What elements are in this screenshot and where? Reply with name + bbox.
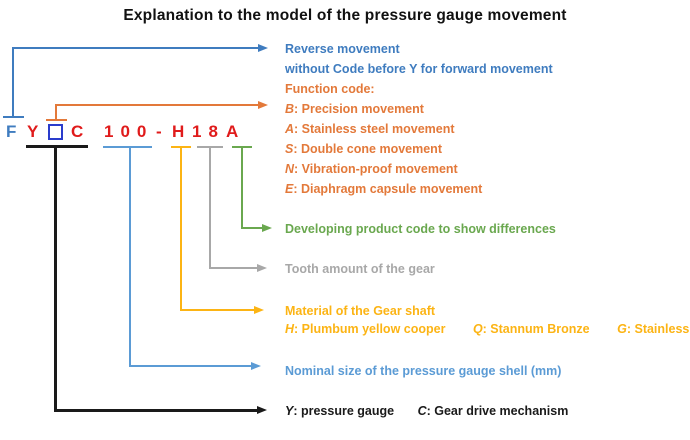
material-item-code: G xyxy=(617,322,627,336)
material-item: H: Plumbum yellow cooper xyxy=(285,322,445,336)
function-code-header: Function code: xyxy=(285,82,375,96)
arrow-right-icon xyxy=(254,305,264,314)
arrow-right-icon xyxy=(257,263,267,272)
gauge-type-item: C: Gear drive mechanism xyxy=(418,404,569,418)
material-header: Material of the Gear shaft xyxy=(285,304,436,318)
reverse-note-line1: Reverse movement xyxy=(285,42,400,56)
material-item: Q: Stannum Bronze xyxy=(473,322,590,336)
function-item-text: : Diaphragm capsule movement xyxy=(293,182,483,196)
function-item-code: S xyxy=(285,142,294,156)
material-item-text: : Plumbum yellow cooper xyxy=(294,322,446,336)
material-item-text: : Stannum Bronze xyxy=(482,322,590,336)
gauge-type-item-code: Y xyxy=(285,404,294,418)
function-item: B: Precision movement xyxy=(285,101,424,117)
reverse-note-line2: without Code before Y for forward moveme… xyxy=(285,62,553,76)
model-code-gauge-letter: Y xyxy=(27,122,39,141)
arrow-right-icon xyxy=(257,406,267,414)
model-code-tooth-amount: 18 xyxy=(192,122,225,141)
function-item-code: E xyxy=(285,182,294,196)
model-code-reverse-prefix: F xyxy=(6,122,17,141)
function-item: N: Vibration-proof movement xyxy=(285,161,458,177)
model-code-developing-code: A xyxy=(226,122,239,141)
function-item-text: : Stainless steel movement xyxy=(294,122,455,136)
blank-function-code-box xyxy=(48,124,63,140)
model-code-nominal-size: 100 xyxy=(104,122,154,141)
arrow-right-icon xyxy=(258,43,268,52)
arrow-right-icon xyxy=(258,100,268,109)
gauge-type-item: Y: pressure gauge xyxy=(285,404,394,418)
function-item: A: Stainless steel movement xyxy=(285,121,455,137)
function-item-code: B xyxy=(285,102,295,116)
material-item-text: : Stainless steel xyxy=(626,322,690,336)
gauge-type-item-text: : pressure gauge xyxy=(293,404,395,418)
material-item-code: H xyxy=(285,322,295,336)
material-item-code: Q xyxy=(472,322,483,336)
gauge-type-item-text: : Gear drive mechanism xyxy=(426,404,569,418)
model-code-shaft-material: H xyxy=(172,122,185,141)
function-item: S: Double cone movement xyxy=(285,141,442,157)
function-item: E: Diaphragm capsule movement xyxy=(285,181,482,197)
function-item-code: A xyxy=(285,122,295,136)
material-item: G: Stainless steel xyxy=(617,322,690,336)
arrow-right-icon xyxy=(262,223,272,232)
page-title: Explanation to the model of the pressure… xyxy=(123,7,567,24)
function-item-code: N xyxy=(285,162,295,176)
nominal-note: Nominal size of the pressure gauge shell… xyxy=(285,364,562,378)
material-items-row: H: Plumbum yellow cooper Q: Stannum Bron… xyxy=(285,321,690,337)
tooth-note: Tooth amount of the gear xyxy=(285,262,435,276)
function-item-text: : Vibration-proof movement xyxy=(294,162,458,176)
gauge-type-items-row: Y: pressure gauge C: Gear drive mechanis… xyxy=(285,403,568,419)
model-code-mechanism-letter: C xyxy=(71,122,84,141)
function-item-text: : Precision movement xyxy=(294,102,424,116)
gauge-type-item-code: C xyxy=(417,404,427,418)
arrow-right-icon xyxy=(251,361,261,370)
developing-note: Developing product code to show differen… xyxy=(285,222,556,236)
model-code-dash: - xyxy=(156,122,162,141)
function-item-text: : Double cone movement xyxy=(293,142,442,156)
